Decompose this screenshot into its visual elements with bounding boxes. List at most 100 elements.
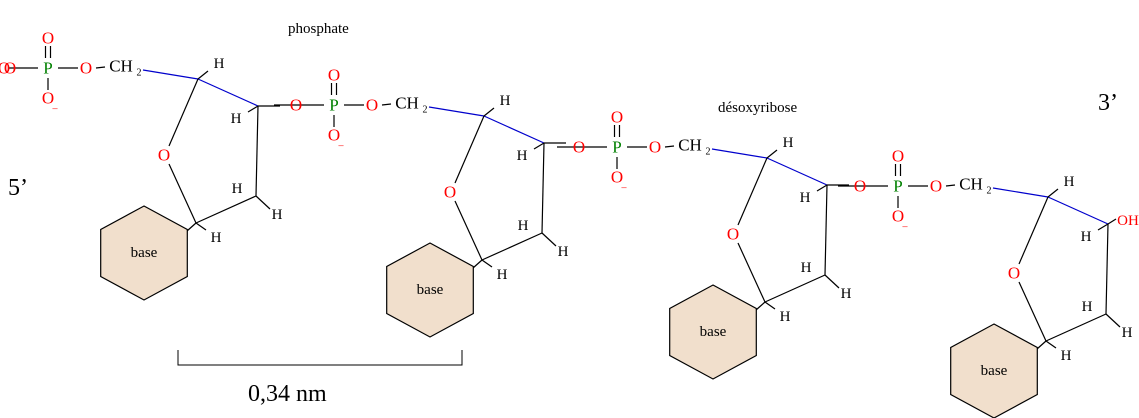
phosphate-1-o-bottom: O	[42, 89, 54, 108]
phosphate-2-o-right: O	[366, 96, 378, 115]
unit-4-h-c1: H	[1061, 348, 1072, 364]
unit-2-ch2-subscript: 2	[423, 105, 428, 116]
unit-3-bond-o-ch2	[664, 145, 675, 148]
unit-3-ch2-subscript: 2	[706, 147, 711, 158]
sugar-label: désoxyribose	[718, 100, 797, 116]
unit-1-bond-c4-c3	[197, 78, 259, 107]
unit-4-bond-c1-h	[1045, 340, 1057, 349]
unit-1-h-c3: H	[231, 111, 242, 127]
phosphate-4-o-bottom: O	[892, 207, 904, 226]
unit-1-h-c4: H	[214, 56, 225, 72]
unit-3-bond-c2-h	[824, 274, 840, 289]
bases	[100, 205, 1038, 418]
phosphate-4-o-top: O	[892, 147, 904, 166]
base-hexagon	[950, 323, 1038, 418]
distance-label: 0,34 nm	[248, 381, 327, 407]
unit-3-bond-o-c1	[737, 242, 766, 303]
base-hexagon	[100, 205, 188, 301]
unit-1-bond-c4-h	[197, 70, 209, 80]
unit-2-bond-c4-h	[483, 107, 495, 117]
phosphate-4-p-atom: P	[893, 177, 902, 196]
phosphate-2-o-left: O	[290, 96, 302, 115]
distance-bracket	[177, 350, 463, 366]
unit-2-bond-c1-base	[472, 259, 483, 269]
unit-2-h-c2-b: H	[558, 244, 569, 260]
phosphate-2-charge: –	[338, 141, 345, 152]
unit-3-ring-oxygen: O	[727, 225, 739, 244]
unit-1-h-c2-a: H	[232, 181, 243, 197]
unit-4-bond-o-ch2	[945, 184, 956, 187]
unit-3-bond-c4-c3	[766, 157, 828, 186]
base-hexagon	[386, 242, 474, 338]
unit-1-h-c2-b: H	[272, 207, 283, 223]
base-hexagon	[669, 284, 757, 380]
unit-4-bond-c1-base	[1036, 340, 1047, 350]
unit-1-bond-c1-h	[195, 222, 207, 231]
unit-2-base	[386, 242, 474, 338]
phosphate-1-o-top: O	[42, 29, 54, 48]
unit-4-bond-c4-c3	[1047, 196, 1109, 225]
unit-1-bond-c2-h	[255, 195, 271, 210]
unit-4-bond-c4-h	[1047, 188, 1059, 198]
unit-1-bond-o-ch2	[95, 66, 106, 69]
unit-2-bond-ch2-c4	[428, 106, 485, 117]
unit-2-h-c1: H	[497, 267, 508, 283]
phosphate-2-p-atom: P	[329, 96, 338, 115]
unit-1-ch2-subscript: 2	[137, 68, 142, 79]
phosphate-2-o-bottom: O	[328, 126, 340, 145]
base-label: base	[131, 245, 158, 261]
unit-3-bond-c2-c3	[824, 184, 828, 276]
unit-4-bond-c3-h	[1097, 223, 1109, 231]
unit-1-bond-c1-c2	[195, 195, 257, 224]
unit-4-ch2-subscript: 2	[987, 186, 992, 197]
unit-3-ch2: CH	[678, 136, 702, 155]
phosphate-1-o-left-partial: O	[0, 59, 10, 78]
phosphate-3-o-bottom: O	[611, 168, 623, 187]
phosphate-1-o-right: O	[80, 59, 92, 78]
unit-3-h-c4: H	[783, 135, 794, 151]
phosphate-label: phosphate	[288, 21, 349, 37]
unit-3-bond-c4-h	[766, 149, 778, 159]
unit-1-bond-c4-o	[168, 78, 199, 147]
unit-1-base	[100, 205, 188, 301]
unit-4-bond-c4-o	[1018, 196, 1049, 265]
unit-1-bond-ch2-c4	[142, 69, 199, 80]
unit-3-bond-c4-o	[737, 157, 768, 226]
unit-3-h-c1: H	[780, 309, 791, 325]
unit-3-h-c3: H	[800, 190, 811, 206]
unit-4-hydroxyl: OH	[1117, 213, 1139, 229]
unit-2-bond-c1-h	[481, 259, 493, 268]
phosphate-1-charge: –	[52, 104, 59, 115]
unit-2-bond-c3-h	[533, 142, 545, 150]
unit-4-ring-oxygen: O	[1008, 264, 1020, 283]
unit-2-ring-oxygen: O	[444, 183, 456, 202]
unit-2-h-c2-a: H	[518, 218, 529, 234]
unit-2-bond-c4-o	[454, 115, 485, 184]
unit-4-bond-ch2-c4	[992, 187, 1049, 198]
unit-2-h-c3: H	[517, 148, 528, 164]
unit-2-bond-c2-c3	[541, 142, 545, 234]
phosphate-4-o-right: O	[930, 177, 942, 196]
phosphate-1-o-left: O	[4, 59, 16, 78]
phosphate-3-charge: –	[621, 183, 628, 194]
base-label: base	[700, 324, 727, 340]
unit-4-bond-o-c1	[1018, 281, 1047, 342]
unit-1-bond-c1-base	[186, 222, 197, 232]
unit-1-ch2: CH	[109, 57, 133, 76]
unit-3-h-c2-b: H	[841, 286, 852, 302]
five-prime-label: 5’	[8, 175, 28, 201]
unit-2-ch2: CH	[395, 94, 419, 113]
unit-4-h-c2-a: H	[1082, 299, 1093, 315]
unit-1-bond-o-c1	[168, 163, 197, 224]
unit-4-bond-c2-h	[1105, 313, 1121, 328]
unit-4-bond-c1-c2	[1045, 313, 1107, 342]
unit-3-bond-c3-h	[816, 184, 828, 192]
unit-1-bond-c2-c3	[255, 105, 259, 197]
bonds	[8, 46, 1121, 350]
phosphate-3-o-right: O	[649, 138, 661, 157]
unit-2-bond-o-ch2	[381, 103, 392, 106]
unit-3-base	[669, 284, 757, 380]
three-prime-label: 3’	[1098, 90, 1118, 116]
